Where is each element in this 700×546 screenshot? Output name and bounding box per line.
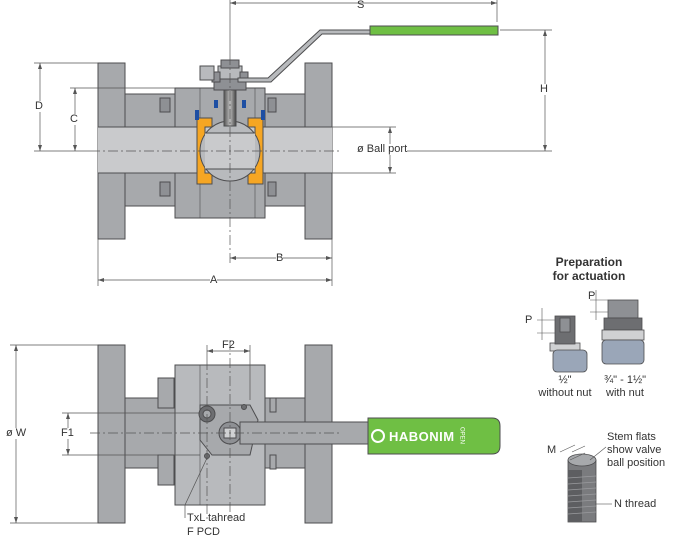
- dim-h-label: H: [540, 83, 548, 95]
- right-caption-text: with nut: [606, 387, 644, 399]
- left-caption-text: without nut: [538, 387, 592, 399]
- ball-port-label: ø Ball port: [357, 143, 408, 155]
- stem-note-3: ball position: [607, 457, 666, 469]
- plan-left-flange: [97, 344, 126, 524]
- dim-f1-label: F1: [61, 427, 74, 439]
- left-caption-size: ½": [558, 374, 572, 386]
- top-dimensions: [34, 0, 552, 286]
- stem-note-2: show valve: [607, 444, 662, 456]
- actuation-right-stem: [601, 299, 645, 365]
- txl-thread-label: TxL tahread: [187, 512, 246, 524]
- actuation-left-stem: [549, 315, 588, 373]
- stem-note-1: Stem flats: [607, 431, 656, 443]
- habonim-open-text: OPEN: [458, 427, 465, 445]
- p-label-right: P: [588, 290, 596, 302]
- dim-a-label: A: [210, 274, 218, 286]
- habonim-logo-mark: [371, 429, 385, 443]
- n-thread-label: N thread: [614, 498, 657, 510]
- stem-flats-detail: [567, 453, 597, 523]
- plan-handle-grip: [367, 417, 501, 455]
- handle-grip: [369, 25, 499, 36]
- habonim-logo: HABONIM OPEN: [371, 424, 491, 448]
- p-label-left: P: [525, 314, 533, 326]
- dim-d-label: D: [35, 100, 43, 112]
- dim-w-label: ø W: [6, 427, 27, 439]
- dim-f2-label: F2: [222, 339, 235, 351]
- dim-c-label: C: [70, 113, 78, 125]
- plan-dimensions: [10, 344, 251, 524]
- dim-s-label: S: [357, 0, 365, 11]
- f-pcd-label: F PCD: [187, 526, 220, 538]
- section-view: [97, 25, 499, 240]
- habonim-brand-text: HABONIM: [389, 428, 455, 444]
- actuation-title-1: Preparation: [555, 255, 623, 269]
- handle-arm: [237, 29, 371, 83]
- actuation-title-2: for actuation: [552, 269, 626, 283]
- dim-m-label: M: [547, 444, 557, 456]
- right-caption-size: ¾" - 1½": [603, 374, 647, 386]
- dim-b-label: B: [276, 252, 284, 264]
